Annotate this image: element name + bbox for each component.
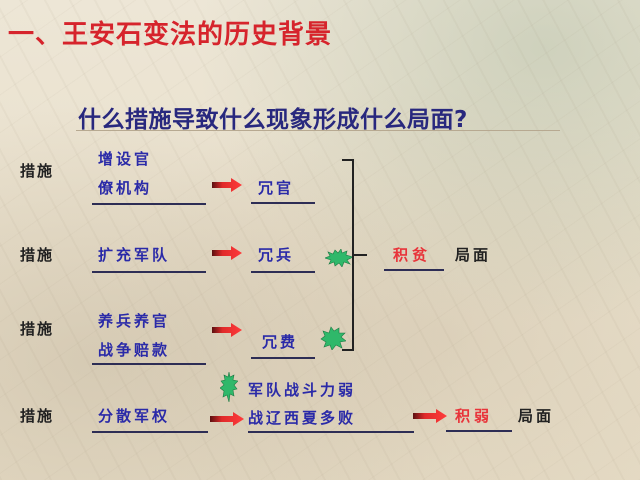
row2-measure-underline xyxy=(92,271,206,273)
row4-label: 措施 xyxy=(20,407,55,425)
row1-label: 措施 xyxy=(20,162,55,180)
row1-measure-line2: 僚机构 xyxy=(98,179,153,197)
row1-measure-line1: 增设官 xyxy=(98,150,153,168)
row2-measure: 扩充军队 xyxy=(98,246,171,264)
question-underline xyxy=(76,130,560,131)
row3-label: 措施 xyxy=(20,320,55,338)
row2-label: 措施 xyxy=(20,246,55,264)
row3-measure-line2: 战争赔款 xyxy=(98,341,171,359)
row3-measure-underline xyxy=(92,363,206,365)
row1-measure-underline xyxy=(92,203,206,205)
row1-phenomenon-underline xyxy=(251,202,315,204)
right-arrow-icon xyxy=(212,178,242,192)
starburst-icon xyxy=(325,249,353,267)
row4-phenomenon-underline xyxy=(248,431,414,433)
bracket-result-suffix: 局面 xyxy=(455,246,492,264)
grouping-bracket xyxy=(342,159,354,351)
row1-phenomenon: 冗官 xyxy=(258,179,295,197)
row2-phenomenon: 冗兵 xyxy=(258,246,295,264)
bracket-result-underline xyxy=(384,269,444,271)
row4-measure-underline xyxy=(92,431,208,433)
right-arrow-icon xyxy=(413,409,447,423)
row3-measure-line1: 养兵养官 xyxy=(98,312,171,330)
right-arrow-icon xyxy=(212,246,242,260)
guiding-question: 什么措施导致什么现象形成什么局面? xyxy=(78,107,468,133)
row4-result: 积弱 xyxy=(455,407,494,425)
row3-phenomenon-underline xyxy=(251,357,315,359)
right-arrow-icon xyxy=(210,412,244,426)
row2-phenomenon-underline xyxy=(251,271,315,273)
row4-phenomenon-line2: 战辽西夏多败 xyxy=(248,409,357,427)
row3-phenomenon: 冗费 xyxy=(262,333,299,351)
row4-result-suffix: 局面 xyxy=(518,407,555,425)
slide-title: 一、王安石变法的历史背景 xyxy=(8,20,333,50)
row4-measure: 分散军权 xyxy=(98,407,171,425)
row4-result-underline xyxy=(446,430,512,432)
bracket-result: 积贫 xyxy=(393,246,432,264)
starburst-icon xyxy=(220,372,238,402)
starburst-icon xyxy=(320,326,346,350)
row4-phenomenon-line1: 军队战斗力弱 xyxy=(248,381,357,399)
right-arrow-icon xyxy=(212,323,242,337)
bracket-connector xyxy=(354,254,367,256)
